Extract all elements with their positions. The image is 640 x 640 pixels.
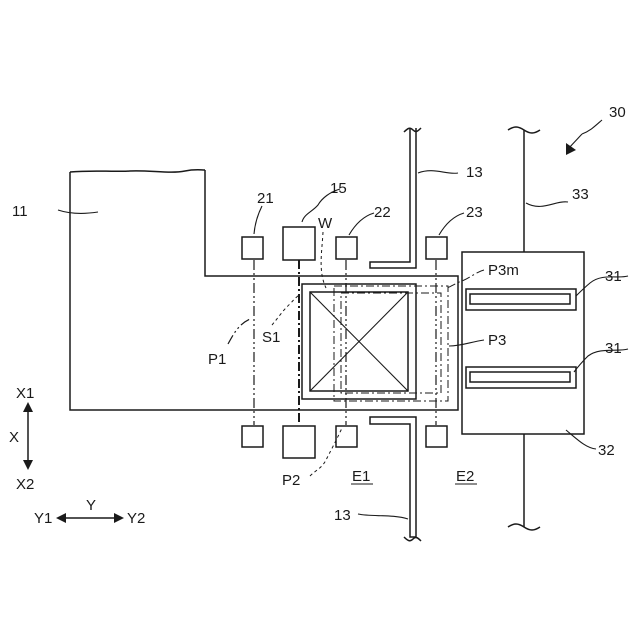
- label-31-top: 31: [605, 268, 622, 285]
- leader-22: [349, 213, 374, 235]
- axis-label-x1: X1: [16, 385, 34, 402]
- member-13-upper: [370, 128, 421, 268]
- axis-label-y1: Y1: [34, 510, 52, 527]
- label-22: 22: [374, 204, 391, 221]
- axis-label-x2: X2: [16, 476, 34, 493]
- label-p3m: P3m: [488, 262, 519, 279]
- leader-23: [439, 213, 464, 235]
- axis-y-arrow-left: [56, 513, 66, 523]
- position-p3-outline: [334, 286, 448, 401]
- axis-x-arrow-up: [23, 402, 33, 412]
- label-13-top: 13: [466, 164, 483, 181]
- arrow-30: [566, 134, 582, 155]
- label-32: 32: [598, 442, 615, 459]
- leader-w: [321, 232, 326, 288]
- label-p2: P2: [282, 472, 300, 489]
- position-p3-inner: [341, 293, 441, 393]
- leader-11: [58, 210, 98, 213]
- label-13-bottom: 13: [334, 507, 351, 524]
- label-e2: E2: [456, 468, 474, 485]
- label-p3: P3: [488, 332, 506, 349]
- label-w: W: [318, 215, 333, 232]
- label-e1: E1: [352, 468, 370, 485]
- axis-label-x: X: [9, 429, 19, 446]
- leader-p1: [228, 319, 250, 344]
- label-s1: S1: [262, 329, 280, 346]
- leader-13-top: [418, 171, 458, 174]
- leader-30: [582, 120, 602, 134]
- sensor-15-upper: [283, 227, 315, 260]
- label-30: 30: [609, 104, 626, 121]
- sensor-22-lower: [336, 426, 357, 447]
- label-21: 21: [257, 190, 274, 207]
- leader-21: [254, 206, 262, 234]
- sensor-15-lower: [283, 426, 315, 458]
- axis-x-arrow-down: [23, 460, 33, 470]
- label-33: 33: [572, 186, 589, 203]
- label-p1: P1: [208, 351, 226, 368]
- label-31-bottom: 31: [605, 340, 622, 357]
- workpiece-w: [302, 284, 416, 399]
- sensor-21-upper: [242, 237, 263, 259]
- axis-indicator: [23, 402, 124, 523]
- label-11: 11: [12, 203, 28, 220]
- leader-s1: [272, 294, 300, 325]
- axis-y-arrow-right: [114, 513, 124, 523]
- member-13-lower: [370, 417, 421, 541]
- leader-33: [526, 202, 568, 207]
- axis-label-y: Y: [86, 497, 96, 514]
- sensor-23-upper: [426, 237, 447, 259]
- sensor-23-lower: [426, 426, 447, 447]
- sensor-22-upper: [336, 237, 357, 259]
- leader-13-bottom: [358, 514, 408, 519]
- label-15: 15: [330, 180, 347, 197]
- sensor-21-lower: [242, 426, 263, 447]
- axis-label-y2: Y2: [127, 510, 145, 527]
- hand-32: [462, 252, 584, 434]
- label-23: 23: [466, 204, 483, 221]
